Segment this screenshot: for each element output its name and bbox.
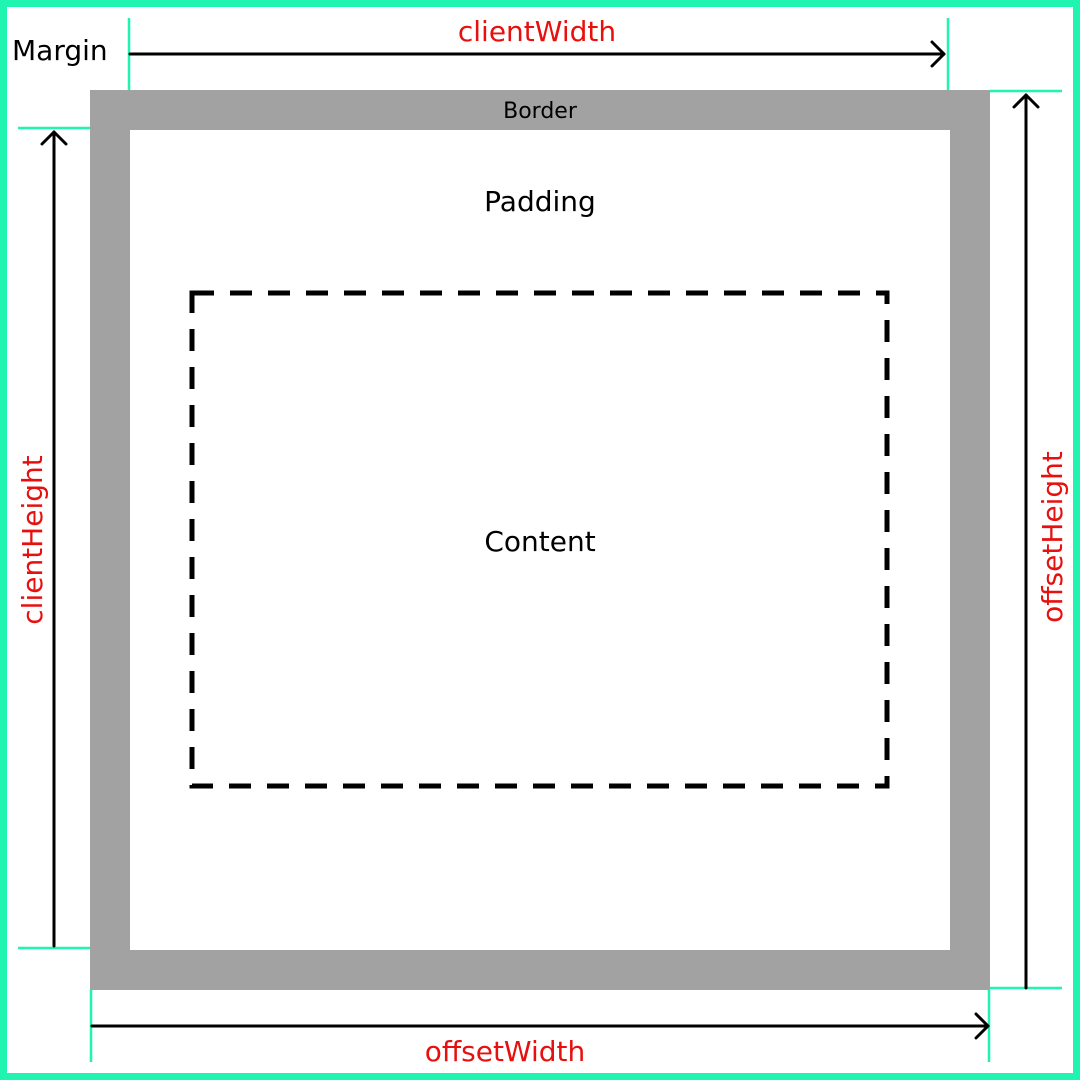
client-width-label: clientWidth bbox=[458, 15, 616, 48]
content-label: Content bbox=[484, 525, 595, 558]
client-width-arrow bbox=[128, 40, 946, 68]
offset-width-arrow bbox=[90, 1012, 990, 1040]
padding-box bbox=[130, 130, 950, 950]
client-height-label: clientHeight bbox=[16, 455, 49, 624]
offset-width-label: offsetWidth bbox=[425, 1035, 586, 1068]
border-label: Border bbox=[503, 99, 578, 124]
padding-label: Padding bbox=[484, 185, 596, 218]
content-box bbox=[189, 290, 890, 789]
client-height-arrow bbox=[40, 130, 68, 948]
offset-height-arrow bbox=[1012, 93, 1040, 990]
margin-label: Margin bbox=[12, 34, 108, 67]
offset-height-label: offsetHeight bbox=[1036, 451, 1069, 623]
